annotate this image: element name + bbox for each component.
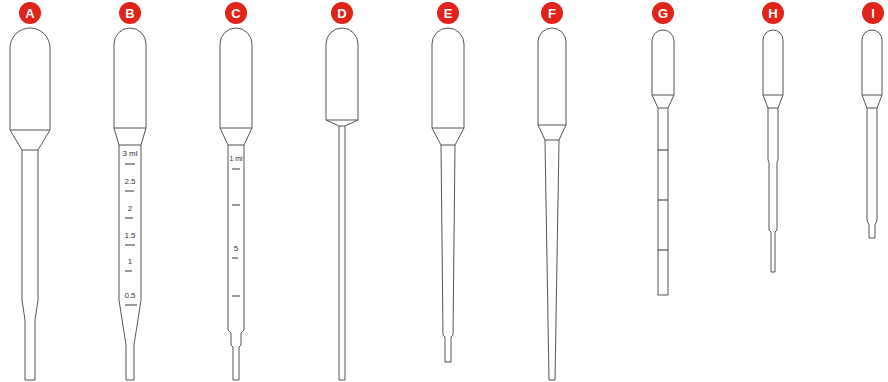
graduation-tick xyxy=(125,305,137,306)
pipette-outline xyxy=(652,30,674,295)
graduation-tick xyxy=(658,150,668,151)
pipette-outline xyxy=(763,30,783,272)
pipette-outline xyxy=(114,28,146,380)
graduation-tick xyxy=(232,258,238,259)
letter-badge: H xyxy=(762,2,784,24)
graduation-tick xyxy=(125,218,133,219)
graduation-label: 5 xyxy=(234,245,238,253)
letter-badge: C xyxy=(225,2,247,24)
graduation-label: 2 xyxy=(128,205,132,213)
graduation-tick xyxy=(658,200,668,201)
pipette-outline xyxy=(220,28,252,380)
neck-line xyxy=(22,150,38,151)
letter-badge: I xyxy=(862,2,884,24)
graduation-label: 1.5 xyxy=(124,232,135,240)
graduation-tick xyxy=(125,271,132,272)
pipette-outline xyxy=(326,28,358,380)
graduation-label: 1 xyxy=(128,258,132,266)
graduation-label: 0.5 xyxy=(124,292,135,300)
pipette-outline xyxy=(538,28,566,380)
pipette-outline xyxy=(10,28,50,380)
graduation-label: 1 ml xyxy=(229,155,242,162)
neck-line xyxy=(545,140,559,141)
pipette xyxy=(538,28,566,380)
badge-letter: F xyxy=(548,7,556,20)
graduation-tick xyxy=(658,250,668,251)
pipette xyxy=(10,28,50,380)
graduation-tick xyxy=(232,169,240,170)
neck-line xyxy=(867,108,877,109)
graduation-tick xyxy=(125,164,135,165)
neck-line xyxy=(339,126,345,127)
pipette xyxy=(862,30,882,238)
badge-letter: H xyxy=(768,7,777,20)
neck-line xyxy=(228,145,244,146)
graduation-tick xyxy=(232,296,240,297)
letter-badge: B xyxy=(119,2,141,24)
badge-letter: D xyxy=(337,7,346,20)
letter-badge: F xyxy=(541,2,563,24)
pipette xyxy=(763,30,783,272)
graduation-tick xyxy=(232,205,240,206)
bulb-seam xyxy=(432,128,464,129)
bulb-seam xyxy=(220,128,252,129)
pipette xyxy=(220,28,252,380)
pipette xyxy=(326,28,358,380)
neck-line xyxy=(441,145,455,146)
bulb-seam xyxy=(326,120,358,121)
badge-letter: B xyxy=(125,7,134,20)
graduation-label: 3 ml xyxy=(122,150,137,158)
badge-letter: G xyxy=(658,7,668,20)
bulb-seam xyxy=(114,128,146,129)
pipette-outline xyxy=(432,28,464,362)
graduation-label: 2.5 xyxy=(124,178,135,186)
pipette xyxy=(114,28,146,380)
badge-letter: I xyxy=(871,7,875,20)
badge-letter: E xyxy=(444,7,453,20)
letter-badge: G xyxy=(652,2,674,24)
pipette xyxy=(652,30,674,295)
bulb-seam xyxy=(862,95,882,96)
badge-letter: C xyxy=(231,7,240,20)
bulb-seam xyxy=(652,95,674,96)
graduation-tick xyxy=(125,191,134,192)
pipette-outline xyxy=(862,30,882,238)
pipette xyxy=(432,28,464,362)
badge-letter: A xyxy=(25,7,34,20)
letter-badge: D xyxy=(331,2,353,24)
bulb-seam xyxy=(538,125,566,126)
neck-line xyxy=(658,108,668,109)
neck-line xyxy=(768,108,778,109)
bulb-seam xyxy=(10,130,50,131)
graduation-tick xyxy=(125,245,135,246)
neck-line xyxy=(119,145,141,146)
letter-badge: A xyxy=(19,2,41,24)
letter-badge: E xyxy=(437,2,459,24)
bulb-seam xyxy=(763,95,783,96)
